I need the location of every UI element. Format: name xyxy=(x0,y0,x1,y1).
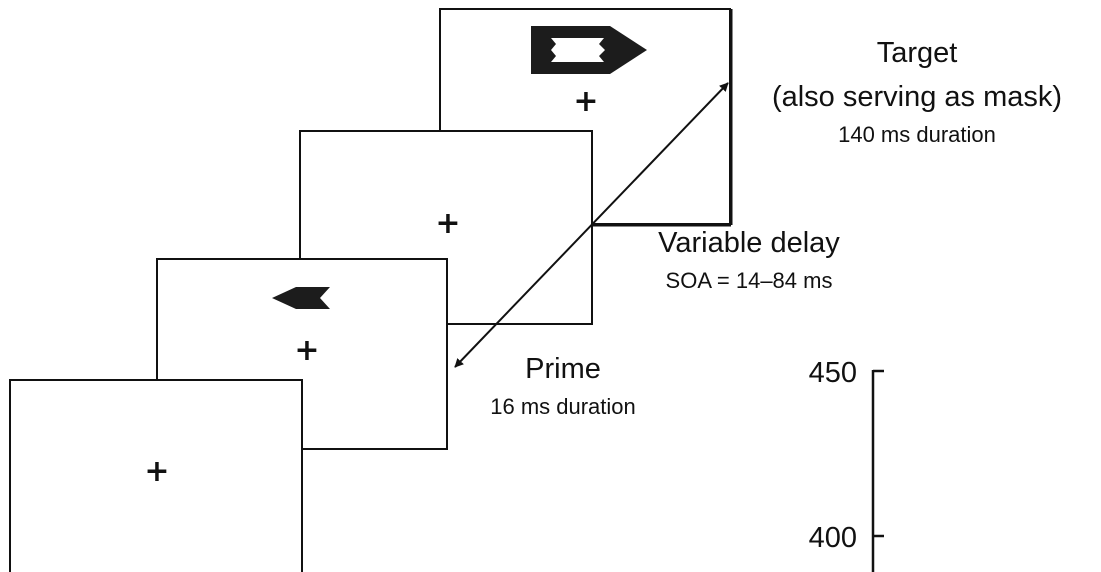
delay-label: Variable delay xyxy=(658,227,840,259)
target-duration: 140 ms duration xyxy=(838,122,996,147)
fixation-frame: + xyxy=(10,380,302,572)
fixation-cross: + xyxy=(144,454,169,489)
target-label: Target xyxy=(877,37,958,69)
axis-tick-label-400: 400 xyxy=(809,522,857,554)
prime-label: Prime xyxy=(525,353,601,385)
delay-fixation-cross: + xyxy=(435,206,460,241)
target-subtitle: (also serving as mask) xyxy=(772,81,1062,113)
prime-fixation-cross: + xyxy=(294,333,319,368)
soa-label: SOA = 14–84 ms xyxy=(666,268,833,293)
axis-tick-label-450: 450 xyxy=(809,357,857,389)
prime-duration: 16 ms duration xyxy=(490,394,636,419)
target-fixation-cross: + xyxy=(573,84,598,119)
rt-axis: 450 400 xyxy=(809,357,884,572)
